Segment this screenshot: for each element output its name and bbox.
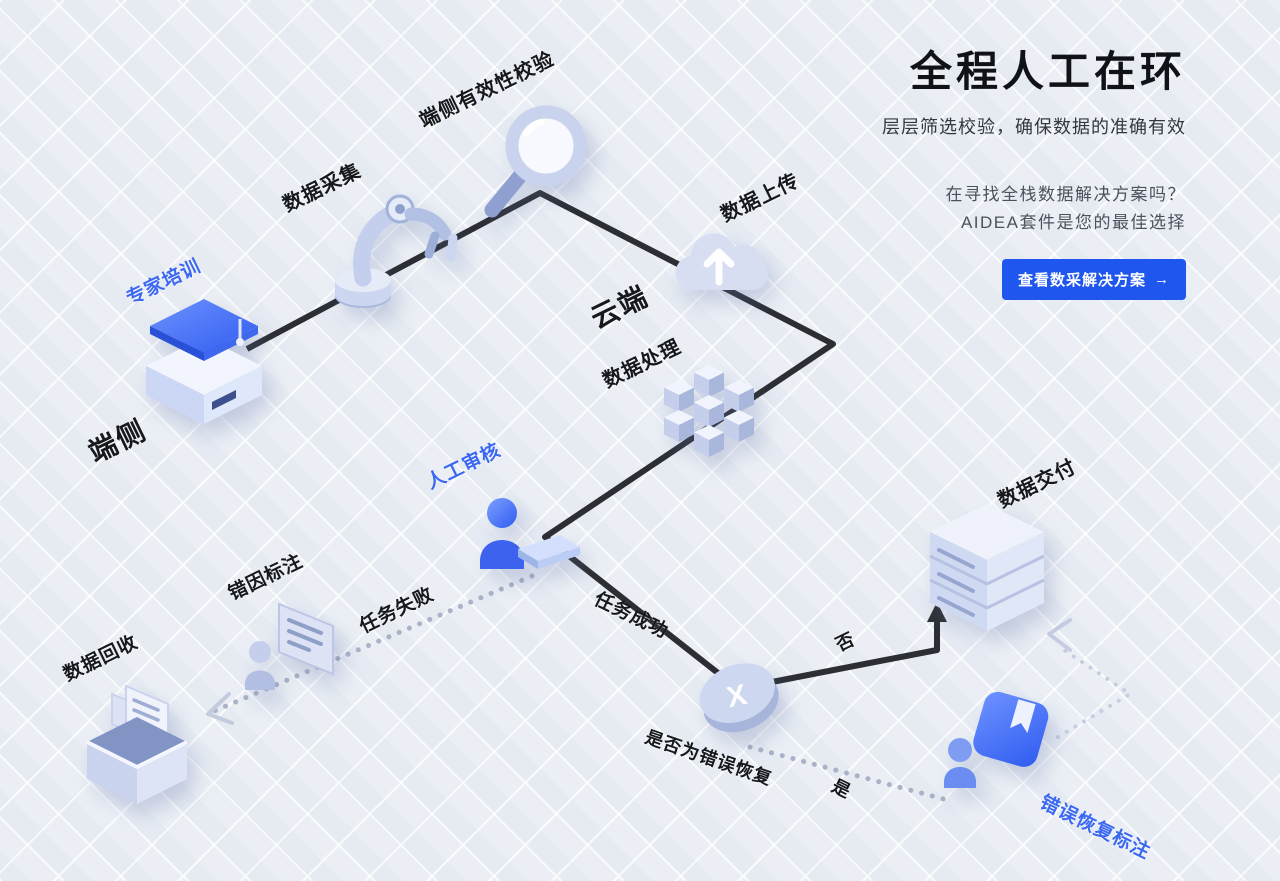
person-document-icon [243,600,345,703]
page-subtitle: 层层筛选校验，确保数据的准确有效 [882,117,1186,137]
person-book-icon [943,686,1055,803]
main-flow-line [245,190,836,691]
server-icon [925,500,1050,640]
promo-text: 在寻找全栈数据解决方案吗？ AIDEA套件是您的最佳选择 [882,181,1186,237]
page-title: 全程人工在环 [909,48,1186,95]
promo-line-1: 在寻找全栈数据解决方案吗？ [945,185,1186,204]
chevron-arrow-icon [206,692,234,725]
hero-panel: 全程人工在环 层层筛选校验，确保数据的准确有效 在寻找全栈数据解决方案吗？ AI… [882,38,1186,300]
cloud-upload-icon [667,212,772,312]
archive-box-icon [76,680,198,811]
return-dashed-line [1056,644,1134,739]
arrow-up-icon [927,602,947,622]
decision-disc-icon [693,643,783,753]
no-branch-line [771,616,940,685]
yes-branch-dotted-line [747,744,950,803]
chevron-left-arrow-icon [1047,618,1072,652]
cta-row: 查看数采解决方案 → [882,237,1186,300]
promo-line-2: AIDEA套件是您的最佳选择 [960,213,1186,232]
view-solution-button[interactable]: 查看数采解决方案 → [1001,259,1186,300]
magnifier-icon [478,100,593,225]
arrow-right-icon: → [1154,271,1170,288]
graduation-cap-icon [140,287,268,430]
person-laptop-icon [466,495,584,602]
cube-cluster-icon [653,363,765,480]
robot-arm-icon [323,188,463,315]
cta-label: 查看数采解决方案 [1017,272,1146,289]
